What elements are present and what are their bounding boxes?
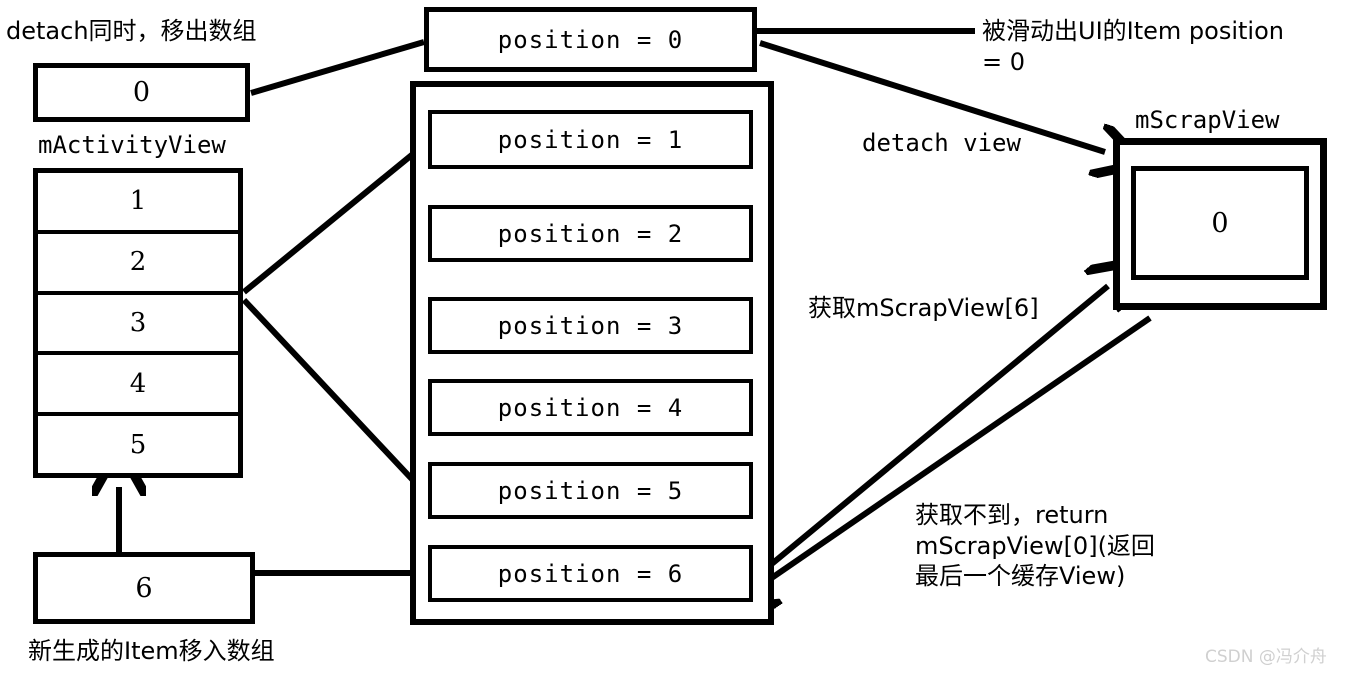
line-array-to-position1 [242, 142, 426, 295]
array-label-mactivityview: mActivityView [38, 131, 226, 159]
position-item-label: position = 5 [497, 476, 684, 505]
detached-position-box: position = 0 [424, 7, 757, 72]
position-item-box: position = 4 [428, 379, 753, 436]
position-item-label: position = 2 [497, 219, 684, 248]
position-item-box: position = 5 [428, 462, 753, 519]
annotation-detach-view: detach view [862, 129, 1021, 157]
scrap-label-mscrapview: mScrapView [1135, 106, 1280, 134]
new-item-box: 6 [33, 552, 255, 624]
mscrapview-item-box: 0 [1131, 166, 1309, 280]
array-cell-value: 2 [129, 247, 147, 278]
position-item-box: position = 2 [428, 205, 753, 262]
annotation-get-scrapview-6: 获取mScrapView[6] [808, 294, 1039, 322]
detached-item-value: 0 [132, 77, 151, 108]
position-item-label: position = 4 [497, 393, 684, 422]
mactivityview-array: 1 2 3 4 5 [33, 168, 243, 478]
array-cell-value: 4 [129, 368, 147, 399]
position-item-label: position = 6 [497, 559, 684, 588]
array-cell-value: 1 [129, 186, 147, 217]
array-cell: 3 [38, 294, 238, 356]
position-item-label: position = 3 [497, 311, 684, 340]
annotation-detach-remove-from-array: detach同时，移出数组 [6, 17, 257, 45]
detached-position-label: position = 0 [497, 25, 684, 54]
annotation-swiped-out-item: 被滑动出UI的Item position = 0 [982, 17, 1284, 76]
array-cell: 5 [38, 416, 238, 473]
position-item-label: position = 1 [497, 125, 684, 154]
line-detached-zero-to-position0 [250, 39, 425, 96]
array-cell: 2 [38, 233, 238, 295]
position-item-box: position = 6 [428, 545, 753, 602]
line-array-to-position5 [241, 297, 427, 495]
position-item-box: position = 1 [428, 110, 753, 169]
mscrapview-item-value: 0 [1211, 207, 1229, 239]
array-cell-value: 5 [129, 429, 147, 460]
annotation-fallback-return-scrap0: 获取不到，return mScrapView[0](返回 最后一个缓存View) [915, 501, 1155, 591]
array-cell: 1 [38, 173, 238, 234]
position-item-box: position = 3 [428, 297, 753, 354]
array-cell: 4 [38, 355, 238, 417]
annotation-new-item-into-array: 新生成的Item移入数组 [28, 637, 275, 665]
new-item-value: 6 [135, 572, 153, 604]
array-cell-value: 3 [129, 307, 147, 338]
watermark: CSDN @冯介舟 [1205, 647, 1327, 667]
detached-item-box: 0 [33, 63, 250, 122]
